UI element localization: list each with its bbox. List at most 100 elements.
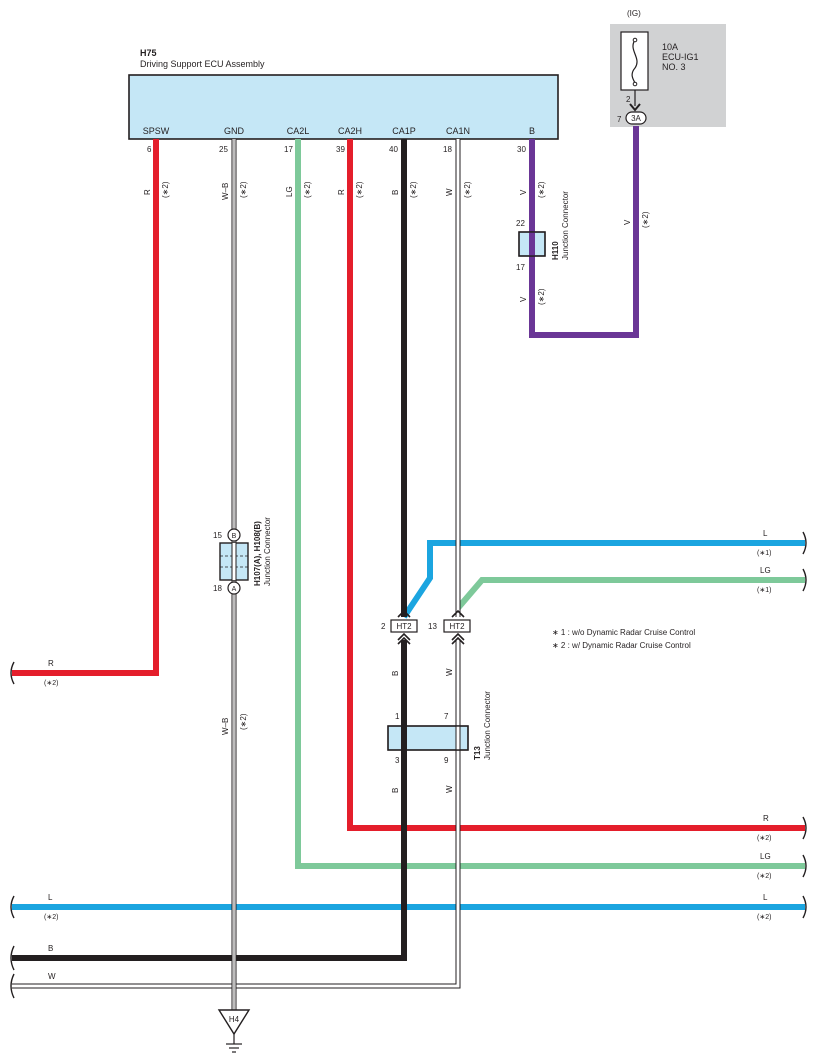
terminal-ca1p: CA1P (392, 126, 416, 136)
connector-3a (625, 111, 647, 125)
svg-text:B: B (391, 788, 400, 793)
wire-labels-horizontal: R (∗2) L (∗2) B W L (∗1) LG (∗1) R (∗2) … (44, 529, 771, 981)
wire-r-ca2h (347, 139, 805, 831)
terminal-gnd: GND (224, 126, 245, 136)
svg-text:R: R (337, 189, 346, 195)
pin-6: 6 (147, 145, 152, 154)
pin-40: 40 (389, 145, 398, 154)
svg-text:(∗2): (∗2) (757, 873, 771, 880)
svg-text:V: V (519, 189, 528, 195)
fuse-name-2: NO. 3 (662, 62, 686, 72)
fuse-name-1: ECU-IG1 (662, 52, 699, 62)
wire-break-marks (10, 531, 807, 999)
terminal-b: B (529, 126, 535, 136)
svg-text:(∗2): (∗2) (641, 211, 650, 228)
svg-text:(∗1): (∗1) (757, 550, 771, 557)
svg-text:(∗2): (∗2) (537, 181, 546, 198)
svg-text:(∗2): (∗2) (239, 713, 248, 730)
wire-lg-upper (455, 577, 805, 610)
svg-text:(∗2): (∗2) (44, 680, 58, 687)
pin-25: 25 (219, 145, 228, 154)
svg-text:B: B (232, 533, 237, 540)
svg-text:HT2: HT2 (449, 622, 465, 631)
svg-text:(∗2): (∗2) (44, 914, 58, 921)
wire-l-upper (401, 540, 805, 619)
svg-text:1: 1 (395, 712, 400, 721)
svg-text:17: 17 (516, 263, 525, 272)
svg-text:9: 9 (444, 756, 449, 765)
svg-text:7: 7 (444, 712, 449, 721)
svg-text:H4: H4 (229, 1015, 240, 1024)
legend-note-1: ∗ 1 : w/o Dynamic Radar Cruise Control (552, 628, 695, 637)
legend-note-2: ∗ 2 : w/ Dynamic Radar Cruise Control (552, 641, 691, 650)
terminal-ca1n: CA1N (446, 126, 470, 136)
svg-text:(∗2): (∗2) (757, 835, 771, 842)
junction-t13: 1 7 3 9 T13 Junction Connector (387, 691, 492, 765)
connector-ht2-right: HT2 13 (428, 609, 471, 645)
terminal-ca2h: CA2H (338, 126, 362, 136)
svg-text:W: W (445, 188, 454, 196)
svg-text:B: B (391, 671, 400, 676)
svg-text:(∗2): (∗2) (463, 181, 472, 198)
svg-text:(∗2): (∗2) (409, 181, 418, 198)
svg-text:13: 13 (428, 622, 437, 631)
svg-text:(∗1): (∗1) (757, 587, 771, 594)
ig-label: (IG) (627, 9, 641, 18)
wire-labels: R (∗2) W–B (∗2) LG (∗2) R (∗2) B (∗2) W … (143, 181, 650, 793)
ground-h4: H4 (217, 1009, 251, 1053)
svg-text:L: L (48, 893, 53, 902)
pin-39: 39 (336, 145, 345, 154)
svg-text:15: 15 (213, 531, 222, 540)
svg-text:V: V (623, 219, 632, 225)
svg-text:(∗2): (∗2) (757, 914, 771, 921)
junction-h110: 22 17 H110 Junction Connector (516, 191, 570, 272)
svg-text:(∗2): (∗2) (355, 181, 364, 198)
svg-text:R: R (143, 189, 152, 195)
ecu-assembly: H75 Driving Support ECU Assembly SPSW GN… (128, 48, 559, 154)
terminal-ca2l: CA2L (287, 126, 310, 136)
svg-text:W: W (445, 785, 454, 793)
ecu-name: Driving Support ECU Assembly (140, 59, 265, 69)
svg-text:HT2: HT2 (396, 622, 412, 631)
svg-text:W: W (445, 668, 454, 676)
svg-text:Junction Connector: Junction Connector (483, 691, 492, 760)
pin-17: 17 (284, 145, 293, 154)
wire-b-ca1p (12, 139, 407, 961)
svg-text:18: 18 (213, 584, 222, 593)
svg-text:B: B (391, 190, 400, 195)
svg-text:LG: LG (760, 852, 771, 861)
t13-code: T13 (473, 746, 482, 760)
svg-text:L: L (763, 529, 768, 538)
svg-text:Junction Connector: Junction Connector (263, 517, 272, 586)
h107-code: H107(A), H108(B) (253, 521, 262, 586)
pin-30: 30 (517, 145, 526, 154)
svg-text:(∗2): (∗2) (161, 181, 170, 198)
fuse-rating: 10A (662, 42, 678, 52)
terminal-spsw: SPSW (143, 126, 170, 136)
wire-lg-ca2l (295, 139, 805, 869)
legend: ∗ 1 : w/o Dynamic Radar Cruise Control ∗… (552, 628, 695, 650)
svg-text:R: R (48, 659, 54, 668)
svg-text:W–B: W–B (221, 718, 230, 735)
svg-text:LG: LG (285, 186, 294, 197)
wire-r-spsw (12, 139, 159, 676)
fuse-icon (631, 39, 638, 85)
svg-text:W: W (48, 972, 56, 981)
svg-text:(∗2): (∗2) (303, 181, 312, 198)
svg-text:(∗2): (∗2) (537, 288, 546, 305)
fuse-pin-2: 2 (626, 95, 631, 104)
svg-text:V: V (519, 296, 528, 302)
svg-text:A: A (232, 586, 237, 593)
svg-text:22: 22 (516, 219, 525, 228)
junction-h107-h108: B A 15 18 H107(A), H108(B) Junction Conn… (213, 517, 272, 595)
svg-text:3A: 3A (631, 114, 641, 123)
svg-text:Junction Connector: Junction Connector (561, 191, 570, 260)
pin-18: 18 (443, 145, 452, 154)
svg-text:W–B: W–B (221, 183, 230, 200)
fuse-pin-7: 7 (617, 115, 622, 124)
fuse-box: (IG) 10A ECU-IG1 NO. 3 2 3A 7 (610, 9, 726, 127)
svg-text:LG: LG (760, 566, 771, 575)
h110-code: H110 (551, 241, 560, 260)
ecu-code: H75 (140, 48, 157, 58)
